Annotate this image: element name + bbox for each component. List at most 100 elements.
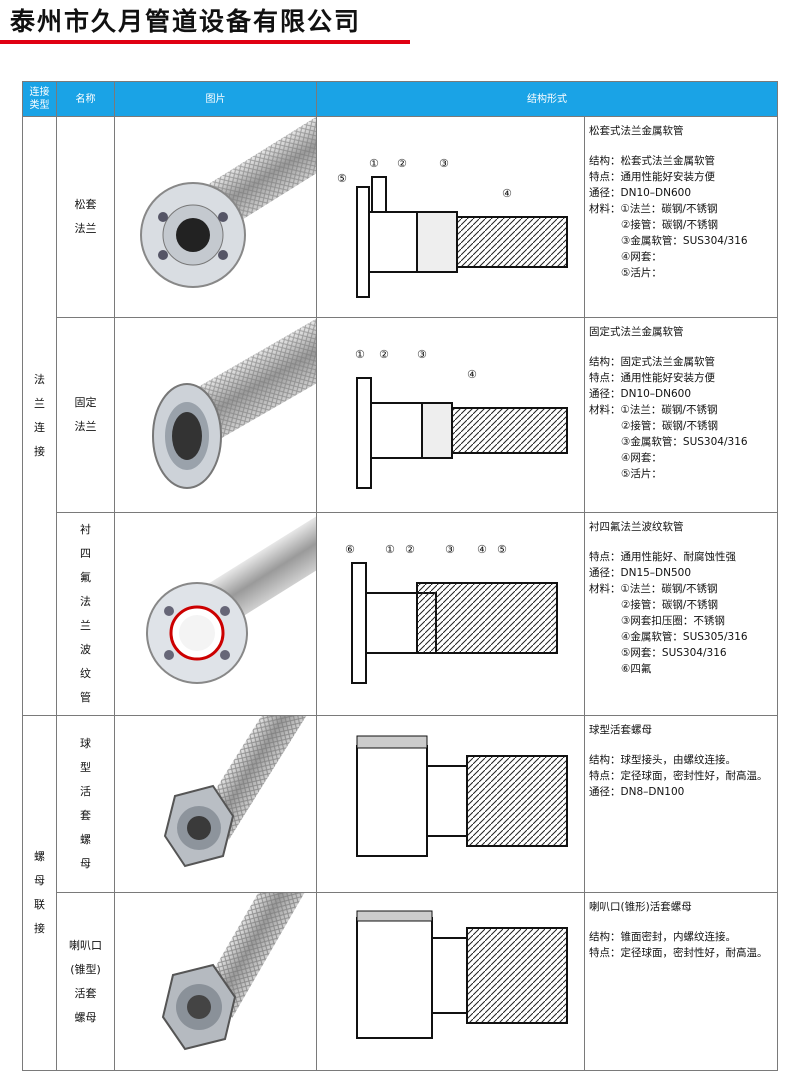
group-label-char: 法 [34,373,45,386]
table-row: 衬四氟法兰波纹管 [23,512,778,716]
product-name-line: 喇叭口 [69,938,102,952]
product-name-line: 波 [80,643,91,656]
table-row: 喇叭口 (锥型) 活套螺母 [23,892,778,1071]
material-line: ②接管：碳钢/不锈钢 [621,420,718,432]
structure-title: 喇叭口(锥形)活套螺母 [589,901,692,913]
row-name: 松套法兰 [56,116,115,318]
material-line: ②接管：碳钢/不锈钢 [621,599,718,611]
product-name-line: 管 [80,691,91,704]
callout-label: ① [355,348,365,361]
material-line: ⑥四氟 [621,663,652,675]
product-name-line: 法兰 [74,222,97,235]
col-conn-type: 连接类型 [22,81,57,117]
callout-label: ⑤ [497,543,507,556]
product-name-line: 兰 [80,619,91,632]
group-label-char: 接 [34,922,45,935]
row-name: 球型活套螺母 [56,715,115,893]
callout-label: ① [369,157,379,170]
material-line: ②接管：碳钢/不锈钢 [621,219,718,231]
callout-label: ③ [445,543,455,556]
callout-label: ① [385,543,395,556]
product-name-line: 氟 [80,571,91,584]
spec-line: 结构：球型接头，由螺纹连接。 [589,754,736,766]
title-underline [0,40,410,44]
product-name-line: 螺 [80,833,91,846]
callout-label: ② [405,543,415,556]
table-header: 连接类型 名称 图片 结构形式 [22,81,778,117]
ball-nut-drawing [356,735,568,857]
structure-desc: 固定式法兰金属软管结构：固定式法兰金属软管特点：通用性能好安装方便通径：DN10… [584,317,778,513]
group-flange: 法兰连接 [22,116,57,716]
spec-line: 通径：DN15–DN500 [589,567,692,579]
material-line: ③金属软管：SUS304/316 [621,235,748,247]
callout-label: ⑥ [345,543,355,556]
callout-label: ④ [467,368,477,381]
material-line: ⑤活片： [621,468,662,480]
callout-label: ⑤ [337,172,347,185]
product-name-line: 活 [80,785,91,798]
row-name: 喇叭口 (锥型) 活套螺母 [56,892,115,1071]
product-name-line: 固定 [74,396,97,409]
material-line: ④金属软管：SUS305/316 [621,631,748,643]
spec-line: 结构：固定式法兰金属软管 [589,356,715,368]
material-line: ④网套： [621,452,662,464]
spec-line: 材料：①法兰：碳钢/不锈钢 [589,583,718,595]
structure-drawing [316,892,585,1071]
product-name-line: 纹 [80,667,91,680]
spec-line: 材料：①法兰：碳钢/不锈钢 [589,203,718,215]
callout-label: ② [397,157,407,170]
structure-desc: 球型活套螺母结构：球型接头，由螺纹连接。特点：定径球面，密封性好，耐高温。通径：… [584,715,778,893]
structure-desc: 松套式法兰金属软管结构：松套式法兰金属软管特点：通用性能好安装方便通径：DN10… [584,116,778,318]
product-name-line: 型 [80,761,91,774]
product-name-line: 活套 [74,986,97,1000]
material-line: ⑤网套：SUS304/316 [621,647,727,659]
structure-title: 固定式法兰金属软管 [589,326,684,338]
spec-line: 材料：①法兰：碳钢/不锈钢 [589,404,718,416]
table-row: 螺母联接 球型活套螺母 [22,715,778,1071]
product-name-line: 母 [80,857,91,870]
row-name: 固定法兰 [56,317,115,513]
loose-flange-drawing: ① ② ③ ④ ⑤ [337,157,568,298]
callout-label: ④ [502,187,512,200]
ptfe-lined-hose-photo [146,513,316,684]
flare-nut-hose-photo [161,893,308,1051]
col-structure: 结构形式 [316,81,778,117]
col-name: 名称 [56,81,115,117]
callout-label: ③ [439,157,449,170]
material-line: ③网套扣压圈：不锈钢 [621,615,725,627]
product-name-line: 松套 [74,198,97,211]
product-photo [114,116,317,318]
material-line: ③金属软管：SUS304/316 [621,436,748,448]
structure-title: 衬四氟法兰波纹软管 [589,521,684,533]
group-label-char: 联 [34,898,45,911]
spec-line: 特点：通用性能好安装方便 [589,372,715,384]
fixed-flange-drawing: ① ② ③ ④ [355,348,568,489]
spec-line: 通径：DN10–DN600 [589,388,692,400]
product-name-line: 四 [80,547,91,560]
product-name-line: 球 [80,737,91,750]
spec-table: 连接类型 名称 图片 结构形式 法兰连接 松套法兰 [22,81,778,1071]
group-label-char: 母 [34,874,45,887]
structure-drawing: ① ② ③ ④ [316,317,585,513]
product-name-line: 衬 [80,523,91,536]
group-label-char: 接 [34,445,45,458]
spec-line: 通径：DN8–DN100 [589,786,685,798]
spec-line: 特点：定径球面，密封性好，耐高温。 [589,947,768,959]
structure-title: 球型活套螺母 [589,724,652,736]
product-name-line: 法兰 [74,420,97,433]
flange-hose-photo [140,117,316,288]
ptfe-flange-drawing: ⑥ ① ② ③ ④ ⑤ [345,543,558,684]
product-name-line: 螺母 [74,1010,97,1024]
product-name-line: 法 [80,595,91,608]
spec-line: 特点：定径球面，密封性好，耐高温。 [589,770,768,782]
callout-label: ④ [477,543,487,556]
row-name: 衬四氟法兰波纹管 [56,512,115,716]
product-photo [114,892,317,1071]
company-name: 泰州市久月管道设备有限公司 [10,7,362,36]
product-photo [114,512,317,716]
product-name-line: (锥型) [70,962,101,976]
flare-nut-drawing [356,910,568,1039]
spec-line: 结构：松套式法兰金属软管 [589,155,715,167]
material-line: ④网套： [621,251,662,263]
